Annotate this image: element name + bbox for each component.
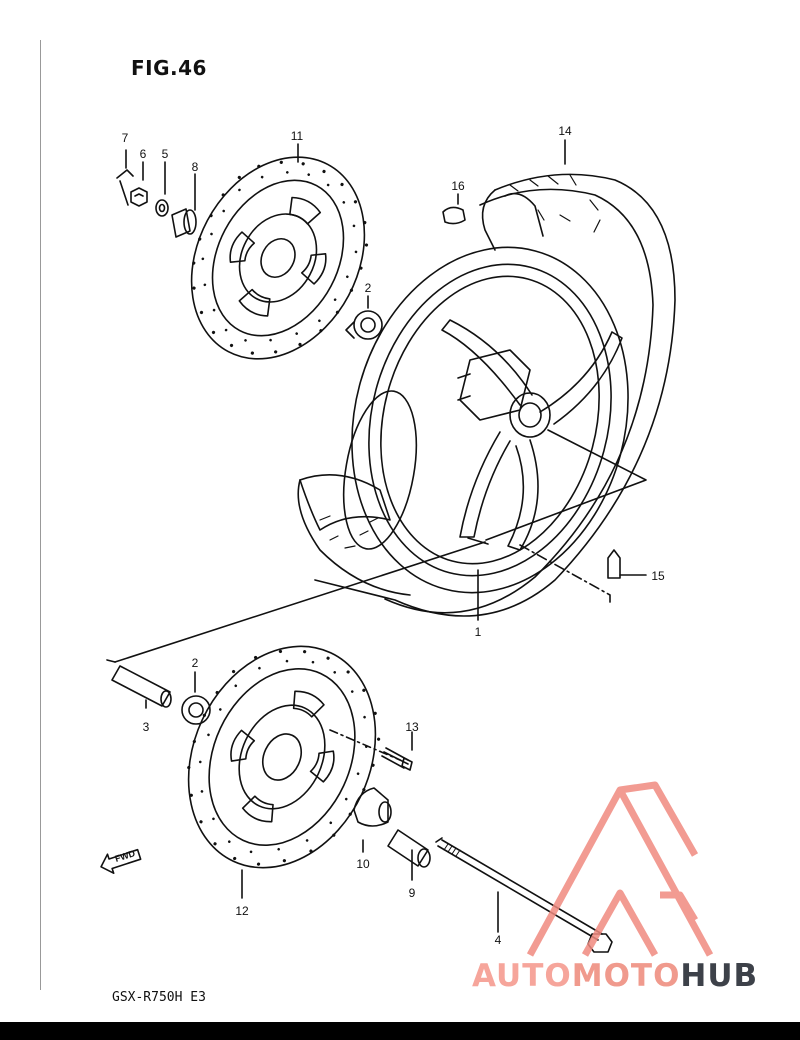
castle-nut xyxy=(130,187,148,207)
watermark-text-2: MOTO xyxy=(571,958,681,994)
scan-border-line xyxy=(40,40,41,990)
valve-cap xyxy=(442,206,466,225)
callout-11: 11 xyxy=(290,129,304,143)
callout-10: 10 xyxy=(356,857,370,871)
callout-16: 16 xyxy=(451,179,465,193)
bearing-lower xyxy=(181,695,211,725)
callout-3: 3 xyxy=(142,720,150,734)
callout-1: 1 xyxy=(474,625,482,639)
brake-disc-top xyxy=(190,156,369,360)
valve-stem xyxy=(607,549,621,579)
watermark-logo xyxy=(526,781,714,957)
disc-bolt xyxy=(381,747,413,771)
bottom-border xyxy=(0,1022,800,1040)
tire xyxy=(297,173,676,617)
callout-14: 14 xyxy=(558,124,572,138)
front-axle xyxy=(435,837,613,953)
callout-15: 15 xyxy=(651,569,665,583)
spacer-9 xyxy=(387,829,431,868)
model-code: GSX-R750H E3 xyxy=(112,990,206,1005)
callout-2-lower: 2 xyxy=(191,656,199,670)
watermark-text-1: AUTO xyxy=(472,958,572,994)
callout-6: 6 xyxy=(139,147,147,161)
collar-10 xyxy=(353,787,392,827)
callout-5: 5 xyxy=(161,147,169,161)
fwd-arrow-shape xyxy=(100,848,142,875)
bearing-top xyxy=(353,310,383,340)
cotter-pin xyxy=(116,169,134,206)
figure-title: FIG.46 xyxy=(131,56,207,80)
callout-12: 12 xyxy=(235,904,249,918)
callout-13: 13 xyxy=(405,720,419,734)
watermark-text-3: HUB xyxy=(680,958,759,994)
spacer-8 xyxy=(171,208,191,238)
spacer-tube xyxy=(111,665,172,708)
callout-4: 4 xyxy=(494,933,502,947)
callout-9: 9 xyxy=(408,886,416,900)
callout-7: 7 xyxy=(121,131,129,145)
callout-2-top: 2 xyxy=(364,281,372,295)
watermark-text: AUTOMOTOHUB xyxy=(472,958,758,994)
callout-8: 8 xyxy=(191,160,199,174)
wheel-rim xyxy=(342,246,629,594)
washer xyxy=(155,199,169,217)
